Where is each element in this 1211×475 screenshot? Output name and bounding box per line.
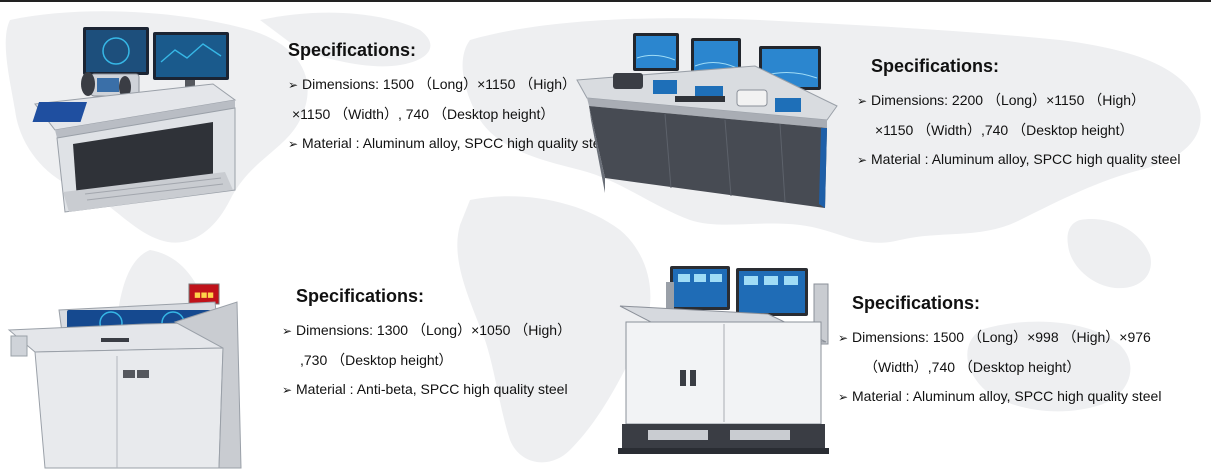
spec-title: Specifications: [288,40,417,60]
top-border [0,0,1211,2]
spec-material: ➢Material : Aluminum alloy, SPCC high qu… [857,145,1180,175]
spec-dimensions: ➢Dimensions: 1500 （Long）×1150 （High） [288,70,610,100]
spec-dimensions-cont: ×1150 （Width）,740 （Desktop height） [875,122,1134,138]
spec-material: ➢Material : Aluminum alloy, SPCC high qu… [838,382,1161,412]
arrow-bullet-icon: ➢ [282,383,293,397]
arrow-bullet-icon: ➢ [282,324,293,338]
arrow-bullet-icon: ➢ [288,78,299,92]
spec-block-4: Specifications: ➢Dimensions: 1500 （Long）… [838,293,1161,412]
arrow-bullet-icon: ➢ [838,390,849,404]
spec-dimensions: ➢Dimensions: 1500 （Long）×998 （High）×976 [838,323,1161,353]
product-image-console-2 [576,33,838,208]
svg-text:■■■: ■■■ [194,291,214,299]
spec-dimensions-cont: ×1150 （Width）, 740 （Desktop height） [292,106,555,122]
product-image-console-1 [32,27,237,213]
product-image-console-3: ■■■ [7,283,242,469]
spec-material: ➢Material : Anti-beta, SPCC high quality… [282,375,571,405]
spec-title: Specifications: [296,286,425,306]
arrow-bullet-icon: ➢ [288,137,299,151]
product-image-console-4 [618,266,829,454]
spec-block-2: Specifications: ➢Dimensions: 2200 （Long）… [857,56,1180,175]
spec-dimensions: ➢Dimensions: 1300 （Long）×1050 （High） [282,316,571,346]
spec-dimensions: ➢Dimensions: 2200 （Long）×1150 （High） [857,86,1180,116]
arrow-bullet-icon: ➢ [838,331,849,345]
spec-dimensions-cont: ,730 （Desktop height） [300,352,453,368]
spec-block-1: Specifications: ➢Dimensions: 1500 （Long）… [288,40,610,159]
spec-dimensions-cont: （Width）,740 （Desktop height） [864,359,1081,375]
spec-material: ➢Material : Aluminum alloy, SPCC high qu… [288,129,610,159]
spec-title: Specifications: [871,56,1000,76]
spec-title: Specifications: [852,293,981,313]
spec-block-3: Specifications: ➢Dimensions: 1300 （Long）… [282,286,571,405]
arrow-bullet-icon: ➢ [857,153,868,167]
arrow-bullet-icon: ➢ [857,94,868,108]
